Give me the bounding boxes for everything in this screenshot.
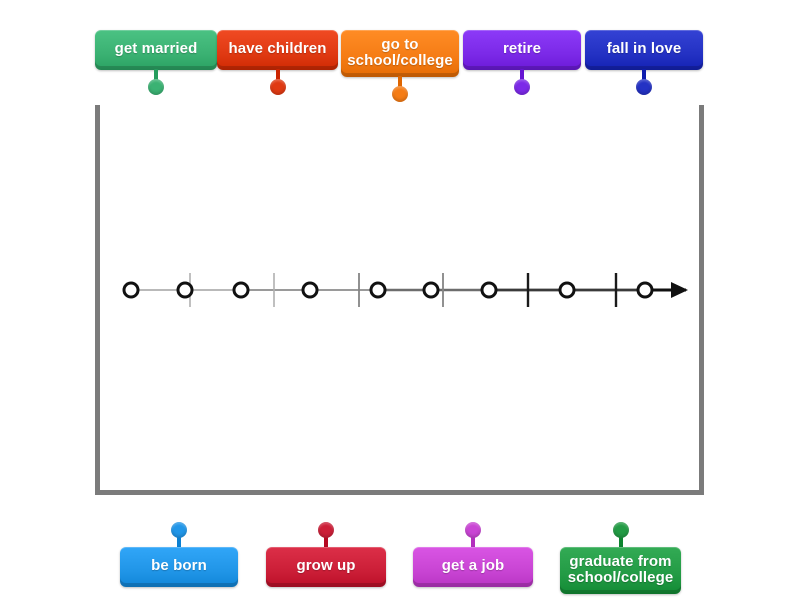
pin-stem bbox=[398, 76, 402, 93]
chip-label[interactable]: grow up bbox=[266, 547, 386, 587]
chip-have-children[interactable]: have children bbox=[217, 30, 338, 95]
chip-graduate-from-school-college[interactable]: graduate from school/college bbox=[560, 522, 681, 595]
timeline-drop-slot[interactable] bbox=[480, 281, 498, 299]
chip-fall-in-love[interactable]: fall in love bbox=[585, 30, 703, 95]
timeline-drop-slot[interactable] bbox=[176, 281, 194, 299]
chip-label[interactable]: get a job bbox=[413, 547, 533, 587]
pin-stem bbox=[520, 69, 524, 85]
chip-grow-up[interactable]: grow up bbox=[266, 522, 386, 587]
timeline-drop-slot[interactable] bbox=[636, 281, 654, 299]
pin-knob bbox=[465, 522, 481, 538]
pin-knob bbox=[148, 79, 164, 95]
timeline-drop-slot[interactable] bbox=[232, 281, 250, 299]
chip-pin-icon bbox=[635, 69, 653, 95]
pin-stem bbox=[154, 69, 158, 85]
chip-pin-icon bbox=[391, 76, 409, 103]
chip-pin-icon bbox=[269, 69, 287, 95]
chip-pin-icon bbox=[464, 522, 482, 548]
chip-label[interactable]: fall in love bbox=[585, 30, 703, 70]
chip-pin-icon bbox=[170, 522, 188, 548]
chip-retire[interactable]: retire bbox=[463, 30, 581, 95]
chip-label[interactable]: be born bbox=[120, 547, 238, 587]
timeline-graphic bbox=[122, 273, 688, 307]
chip-pin-icon bbox=[612, 522, 630, 548]
pin-stem bbox=[177, 532, 181, 548]
timeline-drop-slot[interactable] bbox=[369, 281, 387, 299]
pin-knob bbox=[636, 79, 652, 95]
pin-knob bbox=[612, 522, 629, 538]
chip-label[interactable]: graduate from school/college bbox=[560, 547, 681, 595]
pin-stem bbox=[324, 532, 328, 548]
chip-label[interactable]: retire bbox=[463, 30, 581, 70]
chip-pin-icon bbox=[513, 69, 531, 95]
chip-pin-icon bbox=[147, 69, 165, 95]
timeline-drop-slot[interactable] bbox=[422, 281, 440, 299]
chip-get-married[interactable]: get married bbox=[95, 30, 217, 95]
chip-label[interactable]: get married bbox=[95, 30, 217, 70]
chip-label[interactable]: have children bbox=[217, 30, 338, 70]
pin-knob bbox=[171, 522, 187, 538]
timeline-drop-slot[interactable] bbox=[301, 281, 319, 299]
chip-label[interactable]: go to school/college bbox=[341, 30, 459, 78]
pin-knob bbox=[318, 522, 334, 538]
pin-stem bbox=[642, 69, 646, 85]
chip-get-a-job[interactable]: get a job bbox=[413, 522, 533, 587]
pin-stem bbox=[618, 532, 623, 548]
timeline-drop-slot[interactable] bbox=[122, 281, 140, 299]
arrow-right-icon bbox=[671, 282, 688, 298]
chip-be-born[interactable]: be born bbox=[120, 522, 238, 587]
timeline-drop-canvas[interactable] bbox=[95, 105, 704, 495]
chip-pin-icon bbox=[317, 522, 335, 548]
pin-knob bbox=[269, 79, 286, 95]
pin-stem bbox=[471, 532, 475, 548]
pin-knob bbox=[514, 79, 530, 95]
timeline-drop-slot[interactable] bbox=[558, 281, 576, 299]
pin-stem bbox=[275, 69, 280, 85]
chip-go-to-school-college[interactable]: go to school/college bbox=[341, 30, 459, 103]
pin-knob bbox=[392, 86, 408, 103]
